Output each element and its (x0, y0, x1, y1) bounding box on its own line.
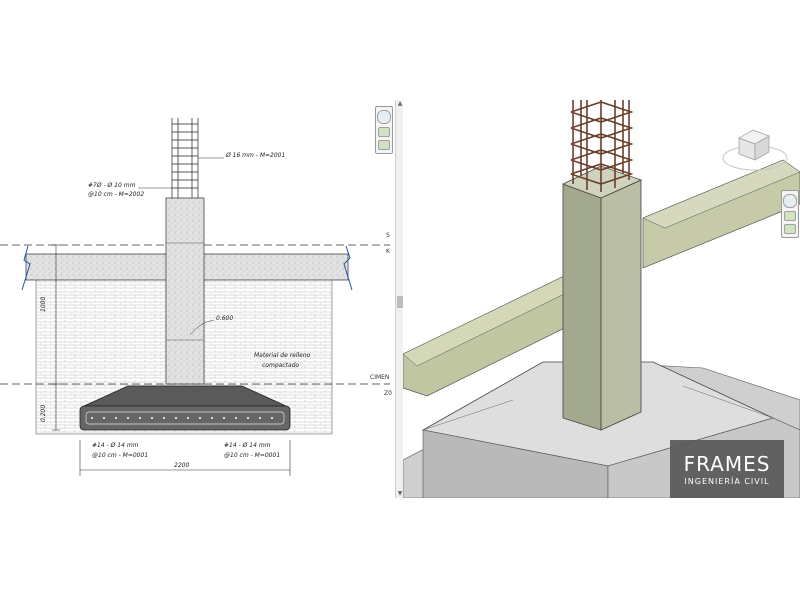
column-pedestal (165, 197, 205, 385)
footing-base (79, 405, 291, 431)
footing-rebar-dots (91, 417, 273, 419)
note-stirrups-line2: @10 cm - M=2002 (88, 191, 145, 198)
left-vertical-scrollbar[interactable]: ▲ ▼ (395, 100, 404, 498)
column-beam-3d-render (403, 100, 800, 498)
dropdown-icon[interactable] (784, 224, 796, 234)
3d-model-view[interactable] (403, 100, 800, 498)
note-stirrups-line1: #7Ø - Ø 10 mm (88, 182, 136, 189)
break-symbol-left (21, 245, 31, 291)
scroll-down-icon[interactable]: ▼ (397, 490, 403, 497)
zoom-icon[interactable] (783, 194, 797, 208)
column-top-face (561, 165, 643, 199)
column-side-face (600, 179, 642, 431)
note-fill-line1: Material de relleno (254, 352, 311, 359)
dimension-footing-width: 2200 (174, 462, 190, 469)
zoom-icon[interactable] (377, 110, 391, 124)
column-rebar-cage (171, 118, 199, 198)
logo-word: FRAMES (683, 451, 771, 476)
note-bottom-right-line1: #14 - Ø 14 mm (224, 442, 271, 449)
pan-icon[interactable] (378, 127, 390, 137)
frames-logo: FRAMES INGENIERÍA CIVIL (670, 440, 784, 498)
footing-section-drawing (0, 118, 390, 476)
note-bottom-right-line2: @10 cm - M=0001 (224, 452, 281, 459)
side-label-upper-2: K (386, 248, 390, 255)
column-front-face (562, 183, 602, 431)
side-label-lower-2: Z0 (384, 390, 392, 397)
rebar-cage-3d (570, 100, 634, 192)
dropdown-icon[interactable] (378, 140, 390, 150)
note-level-mark: 0.600 (216, 315, 234, 322)
note-vertical-bars: Ø 16 mm - M=2001 (226, 152, 286, 159)
dimension-footing-height: 0.200 (40, 404, 47, 422)
note-bottom-left-line2: @10 cm - M=0001 (92, 452, 149, 459)
right-nav-toolbar (781, 190, 799, 238)
pan-icon[interactable] (784, 211, 796, 221)
break-symbol-right (343, 245, 353, 291)
dimension-fill-height: 1000 (40, 296, 47, 312)
left-nav-toolbar (375, 106, 393, 154)
side-label-upper-1: S (386, 232, 390, 239)
side-label-lower-1: CIMEN (370, 374, 390, 381)
scroll-up-icon[interactable]: ▲ (397, 100, 403, 107)
note-bottom-left-line1: #14 - Ø 14 mm (92, 442, 139, 449)
logo-subtitle: INGENIERÍA CIVIL (684, 476, 770, 486)
note-fill-line2: compactado (262, 362, 300, 369)
view-cube-icon (722, 129, 788, 171)
section-drawing-view: Ø 16 mm - M=2001 #7Ø - Ø 10 mm @10 cm - … (0, 100, 400, 498)
scroll-thumb[interactable] (397, 296, 403, 308)
